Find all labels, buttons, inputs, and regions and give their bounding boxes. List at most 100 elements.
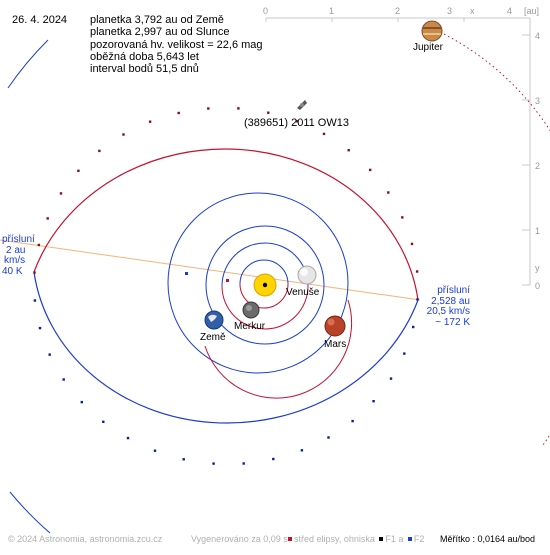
y-axis-marker: y	[535, 263, 540, 273]
orbit-point	[48, 353, 51, 356]
venus	[297, 265, 317, 285]
x-tick-3: 3	[447, 6, 453, 16]
asteroid-icon	[297, 100, 307, 110]
scale-axis	[265, 17, 531, 286]
y-tick-3: 3	[535, 96, 541, 106]
orbit-point	[207, 107, 210, 110]
orbit-point	[33, 299, 37, 302]
apsis-line	[0, 239, 421, 301]
left-apsis-info: přísluní 2 au km/s 40 K	[2, 234, 35, 277]
orbit-point	[369, 168, 372, 172]
orbit-point	[272, 457, 275, 461]
mercury-orbit-upper	[239, 259, 289, 285]
asteroid-orbit-points	[33, 107, 419, 465]
orbit-point	[62, 378, 65, 381]
footer-f2: F2	[413, 534, 425, 544]
f1-swatch	[379, 537, 384, 542]
date-label: 26. 4. 2024	[12, 14, 68, 26]
earth-orbit	[205, 225, 325, 345]
orbit-point	[401, 216, 404, 219]
mars-orbit	[167, 192, 349, 374]
mercury	[242, 301, 260, 319]
orbit-point	[295, 120, 299, 123]
jupiter-label: Jupiter	[413, 42, 444, 53]
orbit-point	[80, 400, 83, 404]
left-apsis-distance: 2 au	[6, 244, 26, 256]
x-tick-0: 0	[263, 6, 269, 16]
asteroid-orbit-upper	[33, 148, 419, 301]
perihelion-speed: 20,5 km/s	[426, 306, 470, 317]
footer-copyright: © 2024 Astronomia, astronomia.zcu.cz	[8, 534, 163, 544]
orbit-point	[182, 458, 185, 461]
mars-orbit-red	[204, 299, 353, 399]
orbit-point	[59, 192, 63, 195]
orbit-point	[389, 377, 393, 380]
venus-label: Venuše	[286, 287, 320, 298]
orbit-point	[242, 462, 245, 465]
orbit-point	[410, 242, 414, 246]
footer-generated: Vygenerováno za 0,09 s	[191, 534, 288, 544]
orbit-point	[177, 111, 180, 115]
orbit-point	[416, 298, 419, 301]
mars-label: Mars	[324, 339, 347, 350]
footer-f1: F1 a	[385, 534, 404, 544]
orbit-point	[347, 149, 350, 152]
orbit-point	[38, 326, 42, 330]
f2-swatch	[407, 537, 412, 542]
orbit-point	[126, 436, 130, 440]
orbit-point	[46, 217, 49, 220]
y-tick-2: 2	[535, 161, 541, 171]
footer-legend: střed elipsy, ohniska F1 a F2	[286, 534, 424, 544]
y-tick-4: 4	[535, 31, 541, 41]
orbit-point	[77, 169, 80, 172]
footer-ellipse-center: střed elipsy, ohniska	[294, 534, 375, 544]
x-tick-4: 4	[507, 6, 513, 16]
earth	[204, 310, 224, 330]
asteroid-orbit-lower	[33, 271, 419, 424]
left-apsis-temperature: 40 K	[2, 265, 23, 277]
orbit-point	[148, 120, 152, 123]
orbit-point	[37, 243, 40, 247]
mars	[324, 315, 346, 337]
perihelion-temperature: ~ 172 K	[435, 316, 470, 328]
axis-unit: [au]	[524, 6, 540, 16]
info-sun-distance: planetka 2,997 au od Slunce	[90, 26, 230, 39]
orbit-point	[237, 107, 240, 110]
orbit-point	[387, 191, 390, 194]
earth-label: Země	[200, 332, 226, 343]
mercury-orbit-lower	[239, 283, 289, 309]
orbit-point	[403, 352, 406, 355]
x-tick-1: 1	[329, 6, 335, 16]
outer-orbit-arc-topleft	[7, 39, 49, 89]
sun	[253, 273, 277, 297]
x-tick-2: 2	[395, 6, 401, 16]
info-point-interval: interval bodů 51,5 dnů	[90, 63, 199, 76]
perihelion-title: přísluní	[437, 285, 470, 296]
info-magnitude: pozorovaná hv. velikost = 22,6 mag	[90, 38, 263, 51]
ellipse-center-swatch	[288, 537, 292, 542]
orbit-point	[267, 111, 270, 114]
venus-orbit-lower	[221, 285, 309, 330]
orbit-point	[327, 436, 330, 439]
y-tick-1: 1	[535, 226, 541, 236]
jupiter-orbit	[439, 31, 550, 446]
orbit-point	[33, 271, 36, 274]
ellipse-center-marker	[226, 279, 229, 282]
orbit-point	[122, 133, 125, 136]
orbit-point	[372, 400, 375, 403]
footer-scale: Měřítko : 0,0164 au/bod	[440, 534, 536, 544]
info-earth-distance: planetka 3,792 au od Země	[90, 14, 224, 26]
orbit-point	[322, 132, 326, 136]
left-apsis-speed: km/s	[4, 255, 26, 266]
orbit-point	[300, 449, 304, 452]
orbit-point	[153, 449, 157, 452]
info-panel: planetka 3,792 au od Země planetka 2,997…	[90, 14, 263, 75]
left-apsis-title: přísluní	[2, 234, 35, 245]
x-axis-marker: x	[470, 6, 475, 16]
orbit-point	[351, 419, 354, 423]
orbit-point	[415, 270, 419, 273]
jupiter	[421, 20, 443, 42]
orbit-point	[102, 420, 105, 423]
